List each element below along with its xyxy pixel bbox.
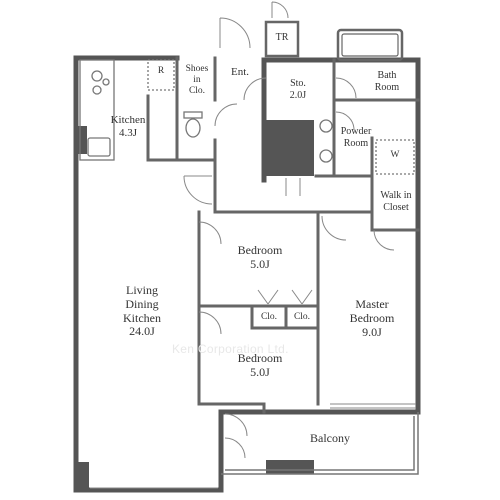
ldk-corner-block [77,462,89,488]
door-tr [271,1,289,19]
door-entrance [219,17,251,49]
trunk-room-label: TR [275,32,289,43]
balcony-rail-inner [225,416,415,471]
stove-burner [102,78,110,86]
shoes-closet-label: Shoes in Clo. [185,64,209,96]
kitchen-wall-block [77,126,87,154]
bedroom-1-label: Bedroom 5.0J [237,243,283,271]
trunk-room-box [264,20,300,58]
toilet-tank [183,111,203,119]
bathroom-label: Bath Room [374,70,400,93]
bathtub-inner [341,33,399,57]
wall-wic [370,174,420,232]
window-master [330,403,416,409]
door-clo-2 [291,289,313,305]
ldk-label: Living Dining Kitchen 24.0J [123,283,161,339]
watermark: Ken Corporation Ltd. [172,342,289,356]
wash-basin [319,119,333,133]
bathtub [336,28,404,62]
bedroom-2-label: Bedroom 5.0J [237,351,283,379]
balcony-rail [221,412,419,475]
pipe-shaft-block [266,120,314,176]
powder-room-label: Powder Room [340,126,372,149]
closet-2-label: Clo. [293,312,311,322]
kitchen-label: Kitchen 4.3J [110,114,146,139]
wall-clo-box [250,304,320,330]
door-master [321,215,347,241]
door-sto [285,178,301,196]
door-clo-1 [257,289,279,305]
door-kitchen [214,103,238,127]
door-bedroom-1 [198,221,222,245]
storage-label: Sto. 2.0J [289,78,307,101]
door-powder [335,111,355,131]
door-balcony [224,413,248,437]
kitchen-counter [79,59,115,161]
master-bedroom-label: Master Bedroom 9.0J [349,297,395,339]
wash-basin [319,149,333,163]
walk-in-closet-label: Walk in Closet [380,190,412,213]
balcony-label: Balcony [310,431,350,445]
door-bedroom-2 [198,311,222,335]
door-wic [373,229,395,251]
refrigerator-label: R [157,66,165,76]
kitchen-sink [87,137,111,157]
toilet-bowl [185,118,201,138]
balcony-vent-block [266,460,314,474]
door-ldk [183,175,213,205]
door-entrance-side [243,77,267,101]
stove-burner [91,70,103,82]
entrance-label: Ent. [230,66,250,78]
door-bath [335,77,357,99]
closet-1-label: Clo. [260,312,278,322]
washer-label: W [390,150,400,160]
door-balcony-2 [224,437,246,459]
stove-burner [92,85,102,95]
refrigerator-space [147,59,175,91]
